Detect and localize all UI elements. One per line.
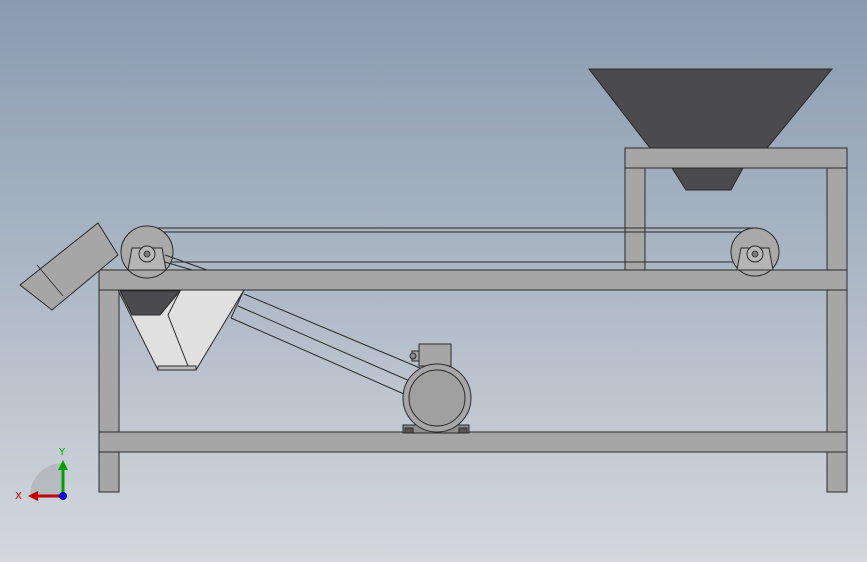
machine-frame[interactable] [98, 147, 848, 493]
pulley-drive-belt [164, 254, 208, 271]
tower-top-beam [624, 147, 848, 169]
discharge-chute[interactable] [19, 222, 119, 311]
top-hopper-funnel [587, 68, 834, 149]
top-hopper[interactable] [587, 68, 834, 191]
frame-top-rail [98, 269, 848, 291]
motor-terminal-box [418, 343, 452, 367]
conveyor-belt[interactable] [128, 227, 757, 269]
axis-y-label: Y [58, 447, 66, 458]
frame-left-leg [98, 269, 120, 493]
frame-right-leg [826, 269, 848, 493]
frame-bottom-rail [98, 431, 848, 453]
electric-motor[interactable] [402, 343, 472, 434]
lower-hopper[interactable] [117, 289, 245, 371]
axis-triad-icon: Y X [15, 447, 68, 502]
axis-x-label: X [15, 491, 22, 502]
top-hopper-outlet [671, 167, 744, 191]
left-pulley[interactable] [120, 225, 174, 279]
right-pulley[interactable] [730, 227, 780, 277]
motor-v-belt[interactable] [230, 289, 421, 395]
